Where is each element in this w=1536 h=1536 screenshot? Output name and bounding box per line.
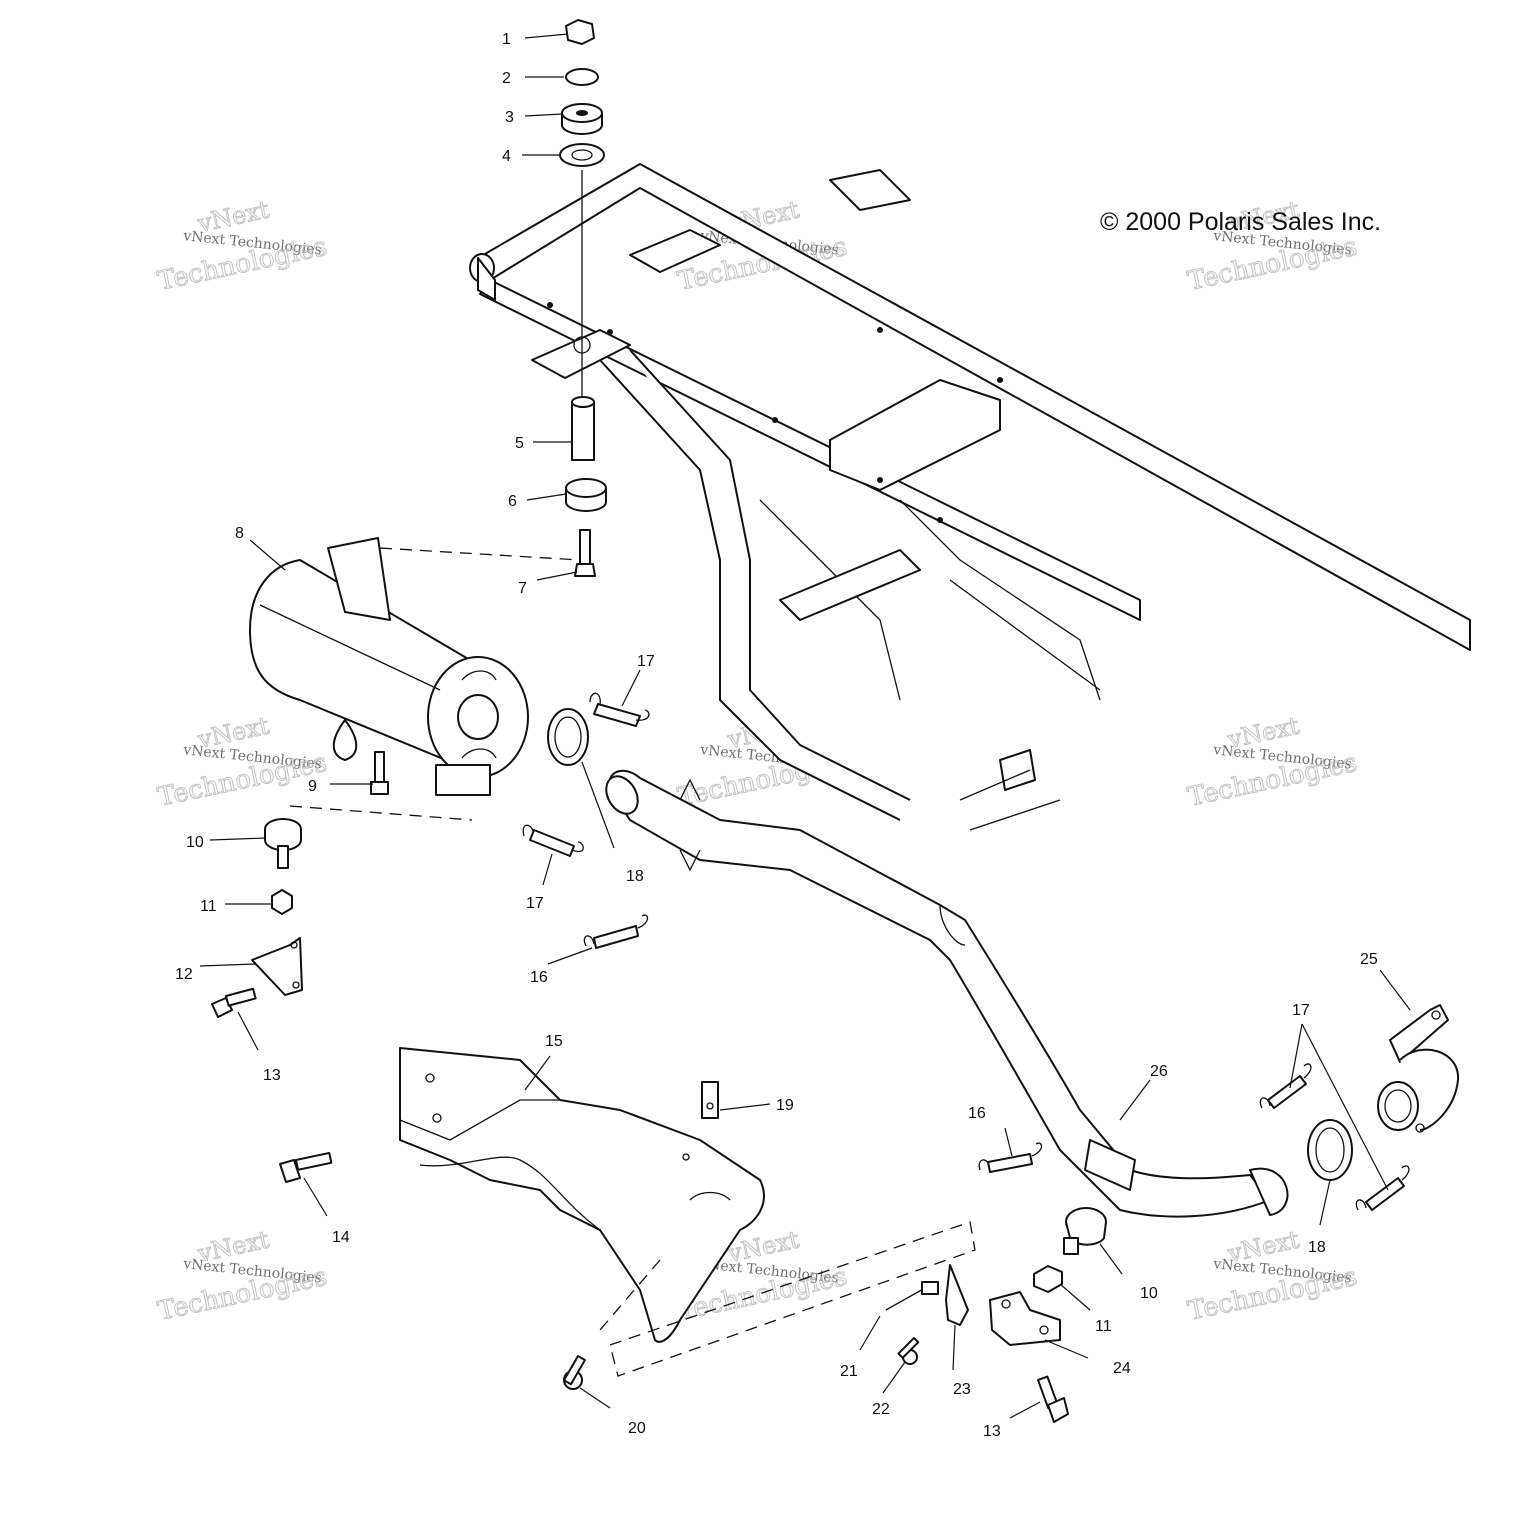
washer-2 (565, 68, 599, 86)
spring-17-right-lower (1355, 1165, 1410, 1211)
bolt-13-right (1037, 1375, 1069, 1423)
callout-7: 7 (518, 580, 527, 597)
callout-18-left: 18 (626, 868, 644, 885)
assembly-dash-box (609, 1221, 976, 1377)
callout-12: 12 (175, 966, 193, 983)
callout-24: 24 (1113, 1360, 1131, 1377)
spring-17-upper (589, 692, 650, 727)
callout-9: 9 (308, 778, 317, 795)
callout-3: 3 (505, 109, 514, 126)
washer-4 (559, 143, 605, 167)
callout-17-right: 17 (1292, 1002, 1310, 1019)
bolt-13-left (211, 987, 257, 1018)
callout-1: 1 (502, 31, 511, 48)
spring-clip-23 (945, 1264, 969, 1326)
screw-20 (562, 1355, 586, 1390)
head-pipe-26 (605, 769, 1289, 1218)
dash-line-9 (289, 805, 473, 821)
callout-6: 6 (508, 493, 517, 510)
bracket-12 (251, 937, 303, 996)
callout-16-right: 16 (968, 1105, 986, 1122)
callout-25: 25 (1360, 951, 1378, 968)
watermark-bottom-left: vNext vNext Technologies Technologies (155, 1225, 331, 1327)
screw-22 (897, 1336, 920, 1365)
callout-11-right: 11 (1095, 1318, 1112, 1335)
grommet-10-left (264, 818, 302, 869)
spacer-5 (571, 396, 595, 461)
spring-16-right (978, 1142, 1043, 1173)
bracket-24 (989, 1291, 1061, 1346)
callout-17-mid: 17 (526, 895, 544, 912)
seal-18-left (547, 708, 589, 766)
callout-14: 14 (332, 1229, 350, 1246)
callout-18-right: 18 (1308, 1239, 1326, 1256)
spring-17-right-upper (1259, 1063, 1312, 1109)
callout-10-left: 10 (186, 834, 204, 851)
nut-11-left (271, 889, 293, 915)
bolt-14 (279, 1151, 333, 1183)
callout-20: 20 (628, 1420, 646, 1437)
grommet-6 (565, 478, 607, 512)
leader-lines (199, 33, 1411, 1419)
callout-17-upper: 17 (637, 653, 655, 670)
spring-17-mid (522, 824, 584, 857)
callout-5: 5 (515, 435, 524, 452)
callout-8: 8 (235, 525, 244, 542)
watermark-bottom-right: vNext vNext Technologies Technologies (1185, 1225, 1361, 1327)
callout-22: 22 (872, 1401, 890, 1418)
callout-21: 21 (840, 1363, 858, 1380)
rivet-21 (885, 1281, 939, 1311)
callout-26: 26 (1150, 1063, 1168, 1080)
callout-23: 23 (953, 1381, 971, 1398)
watermark-top-left: vNext vNext Technologies Technologies (155, 195, 331, 297)
bolt-7 (574, 529, 596, 577)
callout-13-left: 13 (263, 1067, 281, 1084)
heat-shield-15 (399, 1047, 765, 1343)
callout-19: 19 (776, 1097, 794, 1114)
callout-16-left: 16 (530, 969, 548, 986)
spring-16-left (583, 914, 649, 949)
grommet-3 (561, 103, 603, 135)
nut-11-right (1033, 1265, 1063, 1293)
bolt-9 (370, 751, 389, 795)
copyright-text: © 2000 Polaris Sales Inc. (1100, 208, 1381, 236)
nut-1 (565, 19, 595, 45)
callout-10-right: 10 (1140, 1285, 1158, 1302)
callout-labels: 1 2 3 4 5 6 7 8 9 10 11 12 13 14 15 16 1… (175, 31, 1378, 1440)
callout-4: 4 (502, 148, 511, 165)
seal-18-right (1307, 1119, 1353, 1181)
watermark-mid-right: vNext vNext Technologies Technologies (1185, 711, 1361, 813)
callout-11-left: 11 (200, 898, 217, 915)
muffler-8 (249, 537, 581, 796)
callout-13-right: 13 (983, 1423, 1001, 1440)
callout-2: 2 (502, 70, 511, 87)
clip-19 (701, 1081, 719, 1119)
grommet-10-right (1063, 1207, 1107, 1255)
callout-15: 15 (545, 1033, 563, 1050)
exhaust-flange-25 (1377, 1004, 1460, 1133)
watermark-mid-left: vNext vNext Technologies Technologies (155, 711, 331, 813)
frame (469, 163, 1471, 831)
